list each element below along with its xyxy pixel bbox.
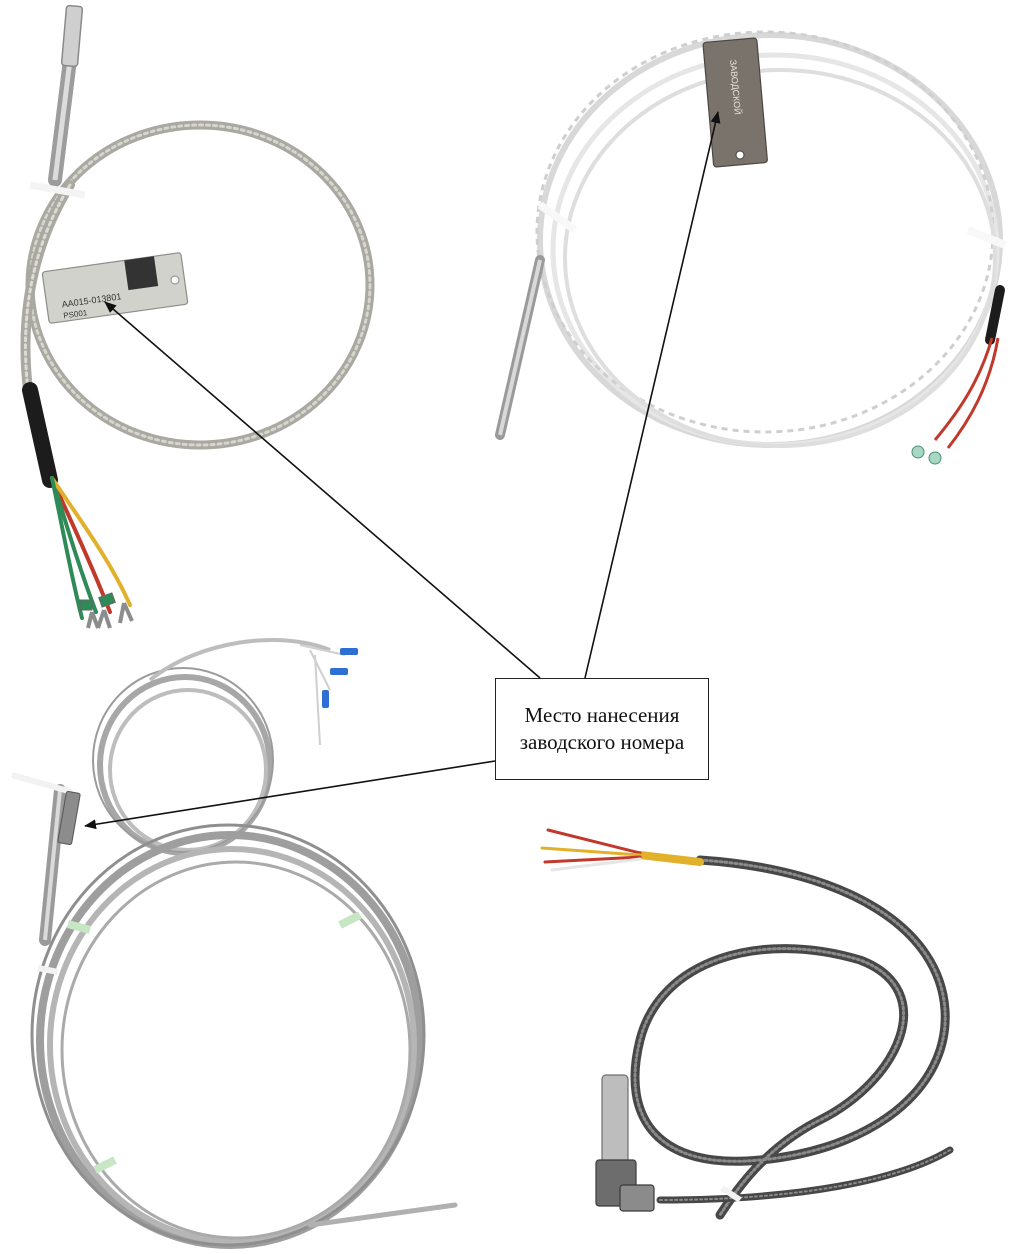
cable-tie	[93, 1156, 117, 1174]
heat-shrink	[636, 851, 704, 866]
braided-cable-loop	[20, 120, 375, 450]
cable-tie	[66, 920, 92, 934]
extension-wire	[148, 638, 331, 682]
annotation-arrows	[84, 111, 721, 830]
lead-wires	[299, 644, 346, 746]
serial-tag-text-2: PS001	[63, 308, 89, 320]
serial-tag	[57, 790, 81, 846]
cable-tie	[29, 181, 86, 199]
serial-tag-text: ЗАВОДСКОЙ	[728, 59, 744, 115]
probe-fitting	[595, 1074, 655, 1212]
lead-wires	[540, 828, 642, 872]
heat-shrink	[985, 285, 1005, 345]
arrow-to-white-wire-tag	[584, 111, 721, 679]
spade-terminals	[79, 592, 134, 629]
callout-box: Место нанесения заводского номера	[495, 678, 709, 780]
braided-sensor: AA015-013801 PS001	[20, 4, 375, 629]
armored-sensor	[540, 828, 954, 1220]
probe-rod	[39, 784, 66, 946]
armored-cable	[630, 855, 954, 1220]
lead-wires	[933, 337, 1000, 449]
cable-tie	[966, 226, 1007, 249]
ring-terminals	[911, 445, 942, 465]
probe-rod	[48, 4, 84, 187]
white-wire-coil	[535, 30, 1003, 448]
insulated-terminals	[322, 648, 358, 708]
probe-rod	[495, 255, 545, 440]
cable-tie	[537, 201, 578, 234]
cable-tie	[11, 772, 73, 795]
cable-tie	[720, 1185, 742, 1203]
cable-tie	[37, 965, 59, 975]
serial-tag: AA015-013801 PS001	[41, 252, 189, 324]
arrow-to-braided-tag	[104, 301, 541, 679]
arrow-to-grey-coil-tag	[84, 760, 496, 830]
grey-coiled-sensor	[11, 638, 458, 1249]
heat-shrink	[22, 382, 58, 488]
tail-probe	[307, 1202, 458, 1228]
cable-tie	[338, 911, 362, 929]
large-grey-coil	[30, 823, 426, 1249]
callout-text: Место нанесения заводского номера	[519, 703, 685, 754]
white-wire-sensor: ЗАВОДСКОЙ	[495, 30, 1007, 465]
serial-tag: ЗАВОДСКОЙ	[702, 37, 768, 168]
lead-wires	[50, 476, 132, 620]
